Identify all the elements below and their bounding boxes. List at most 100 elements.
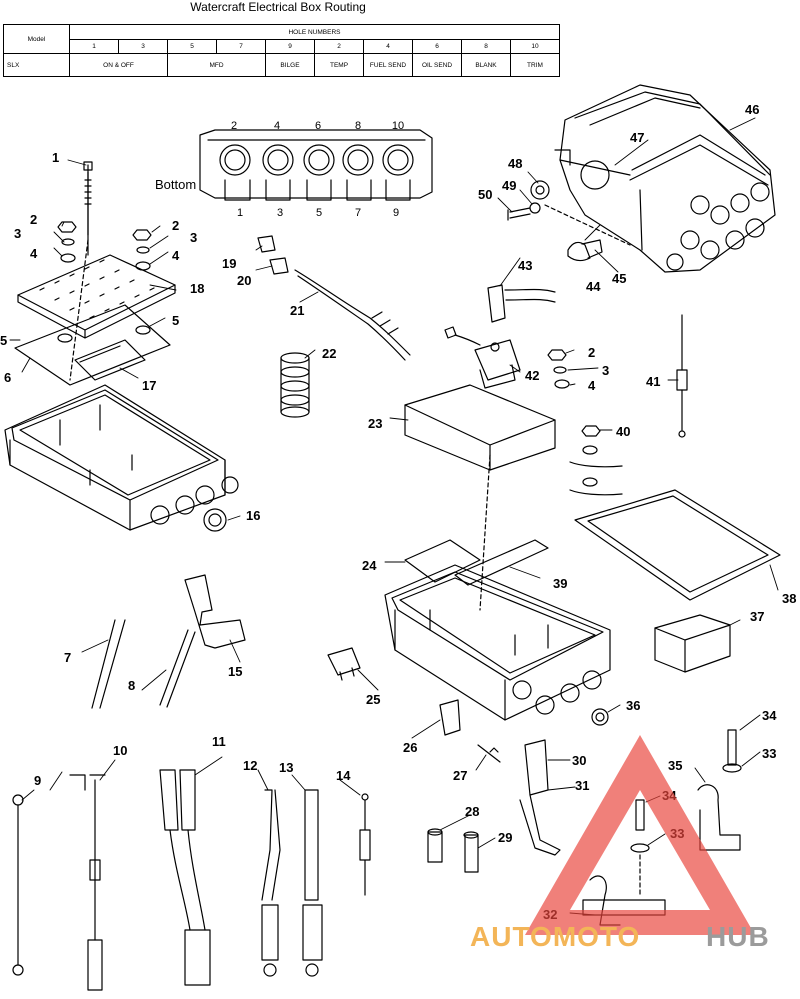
callout-36: 36 <box>626 698 640 713</box>
sleeves <box>427 828 479 873</box>
callout-31: 31 <box>575 778 589 793</box>
callout-7: 7 <box>64 650 71 665</box>
hole-label-top: 8 <box>355 120 361 132</box>
callout-33: 33 <box>762 746 776 761</box>
hole-number: 10 <box>510 39 560 54</box>
hole-label-bottom: 5 <box>316 207 322 219</box>
callout-37: 37 <box>750 609 764 624</box>
callout-14: 14 <box>336 768 351 783</box>
callout-42: 42 <box>525 368 539 383</box>
callout-24: 24 <box>362 558 377 573</box>
model-header: Model <box>3 24 70 54</box>
callout-3: 3 <box>14 226 21 241</box>
callout-15: 15 <box>228 664 242 679</box>
callout-48: 48 <box>508 156 522 171</box>
callout-17: 17 <box>142 378 156 393</box>
callout-20: 20 <box>237 273 251 288</box>
wire-harness <box>257 235 411 361</box>
mount-bracket <box>91 574 246 709</box>
gasket-plate <box>14 304 171 386</box>
callout-23: 23 <box>368 416 382 431</box>
hardware-left <box>57 221 152 343</box>
connector-hole-labels: 2 4 6 8 10 1 3 5 7 9 Bottom <box>155 120 404 219</box>
solenoid-cable <box>444 284 556 389</box>
function-cell: TRIM <box>510 53 560 77</box>
control-module <box>404 384 556 471</box>
callout-2: 2 <box>30 212 37 227</box>
function-cell: ON & OFF <box>69 53 168 77</box>
callout-40: 40 <box>616 424 630 439</box>
callout-3: 3 <box>602 363 609 378</box>
callout-19: 19 <box>222 256 236 271</box>
watermark-triangle-icon <box>525 735 755 935</box>
callout-26: 26 <box>403 740 417 755</box>
watermark-text-hub: HUB <box>706 921 770 952</box>
callout-12: 12 <box>243 758 257 773</box>
function-cell: MFD <box>167 53 266 77</box>
electrical-box-assembly <box>554 84 776 273</box>
model-cell: SLX <box>3 53 70 77</box>
callout-30: 30 <box>572 753 586 768</box>
leader-lines <box>9 117 779 916</box>
hole-label-top: 4 <box>274 120 280 132</box>
callout-2: 2 <box>172 218 179 233</box>
relay-module <box>654 614 731 673</box>
callout-4: 4 <box>172 248 180 263</box>
callout-38: 38 <box>782 591 796 606</box>
automotohub-watermark: AUTOMOTO HUB <box>470 735 770 952</box>
callout-49: 49 <box>502 178 516 193</box>
callout-44: 44 <box>586 279 601 294</box>
hole-label-top: 10 <box>392 120 404 132</box>
callout-18: 18 <box>190 281 204 296</box>
lid-gasket <box>574 489 781 601</box>
callout-34: 34 <box>762 708 777 723</box>
function-cell: FUEL SEND <box>363 53 413 77</box>
function-cell: TEMP <box>314 53 364 77</box>
callout-numbers: 1 2 3 4 2 3 4 18 5 5 6 17 16 19 20 21 22… <box>0 102 796 922</box>
inline-fuse <box>676 314 688 438</box>
callout-5: 5 <box>172 313 179 328</box>
callout-35: 35 <box>668 758 682 773</box>
function-cell: BILGE <box>265 53 315 77</box>
hole-label-bottom: 3 <box>277 207 283 219</box>
callout-41: 41 <box>646 374 660 389</box>
terminal-board <box>17 161 176 381</box>
callout-11: 11 <box>212 734 226 749</box>
callout-8: 8 <box>128 678 135 693</box>
callout-5: 5 <box>0 333 7 348</box>
callout-3: 3 <box>190 230 197 245</box>
callout-50: 50 <box>478 187 492 202</box>
callout-21: 21 <box>290 303 304 318</box>
callout-25: 25 <box>366 692 380 707</box>
callout-45: 45 <box>612 271 626 286</box>
callout-28: 28 <box>465 804 479 819</box>
callout-1: 1 <box>52 150 59 165</box>
ferrite-stack <box>280 352 310 418</box>
callout-2: 2 <box>588 345 595 360</box>
callout-27: 27 <box>453 768 467 783</box>
callout-10: 10 <box>113 743 127 758</box>
function-cell: OIL SEND <box>412 53 462 77</box>
cable-set <box>12 769 371 991</box>
page-title: Watercraft Electrical Box Routing <box>190 0 366 14</box>
hardware-right <box>547 349 623 496</box>
callout-9: 9 <box>34 773 41 788</box>
hole-label-bottom: 1 <box>237 207 243 219</box>
callout-43: 43 <box>518 258 532 273</box>
callout-6: 6 <box>4 370 11 385</box>
callout-4: 4 <box>30 246 38 261</box>
bottom-view-label: Bottom <box>155 177 196 192</box>
hole-label-top: 6 <box>315 120 321 132</box>
small-parts-right <box>327 647 501 763</box>
function-cell: BLANK <box>461 53 511 77</box>
box-housing-left <box>4 384 239 532</box>
callout-47: 47 <box>630 130 644 145</box>
hole-label-bottom: 9 <box>393 207 399 219</box>
hole-label-top: 2 <box>231 120 237 132</box>
callout-4: 4 <box>588 378 596 393</box>
connector-bottom-view <box>199 129 433 201</box>
callout-39: 39 <box>553 576 567 591</box>
watermark-text-automoto: AUTOMOTO <box>470 921 640 952</box>
callout-46: 46 <box>745 102 759 117</box>
